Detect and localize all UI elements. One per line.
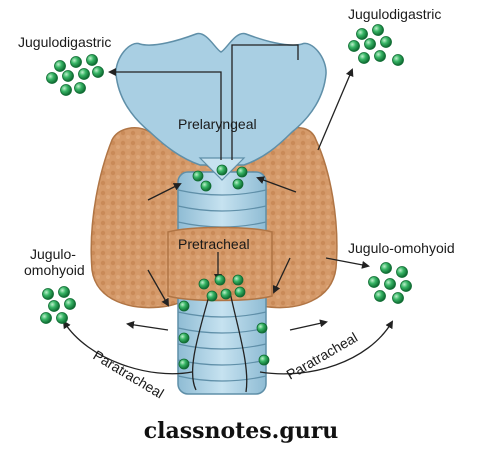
thyroid-isthmus (167, 226, 273, 302)
label-paratracheal-left: Paratracheal (90, 347, 166, 402)
label-jugulo-omohyoid-right: Jugulo-omohyoid (348, 240, 455, 256)
arrow-left-lobe-down (147, 269, 169, 307)
label-jugulodigastric-left: Jugulodigastric (18, 34, 112, 50)
nodes-jugulodigastric-right (348, 24, 404, 66)
nodes-jugulo-omohyoid-left (40, 286, 76, 324)
arrow-right-lobe-up (317, 68, 354, 151)
nodes-jugulodigastric-left (46, 54, 104, 96)
arrow-to-right-paratracheal (289, 319, 328, 331)
label-jugulo-omohyoid-left-line1: Jugulo- (30, 246, 76, 262)
label-pretracheal: Pretracheal (178, 236, 250, 252)
arrow-pretracheal-loop-right (229, 291, 248, 393)
footer-watermark: classnotes.guru (143, 418, 339, 444)
arrow-to-right-jugulodigastric (231, 44, 299, 160)
arrow-right-lobe-to-prelaryngeal (256, 176, 297, 193)
arrow-right-paratracheal-curve (259, 320, 394, 375)
nodes-prelaryngeal (192, 164, 248, 192)
drainage-arrows (62, 44, 394, 393)
arrow-to-left-paratracheal (126, 320, 169, 331)
label-prelaryngeal: Prelaryngeal (178, 116, 257, 132)
arrow-left-lobe-to-prelaryngeal (147, 183, 182, 201)
label-jugulodigastric-right: Jugulodigastric (348, 6, 442, 22)
arrow-pretracheal-loop-left (191, 291, 211, 391)
arrow-to-right-omohyoid (325, 257, 370, 269)
nodes-pretracheal (198, 274, 246, 302)
nodes-jugulo-omohyoid-right (368, 262, 412, 304)
arrow-to-left-jugulodigastric (108, 68, 222, 160)
nodes-paratracheal (178, 300, 270, 370)
arrow-left-paratracheal-curve (62, 320, 193, 375)
label-paratracheal-right: Paratracheal (284, 329, 361, 383)
arrow-right-lobe-down (272, 257, 291, 294)
label-jugulo-omohyoid-left-line2: omohyoid (24, 262, 85, 278)
